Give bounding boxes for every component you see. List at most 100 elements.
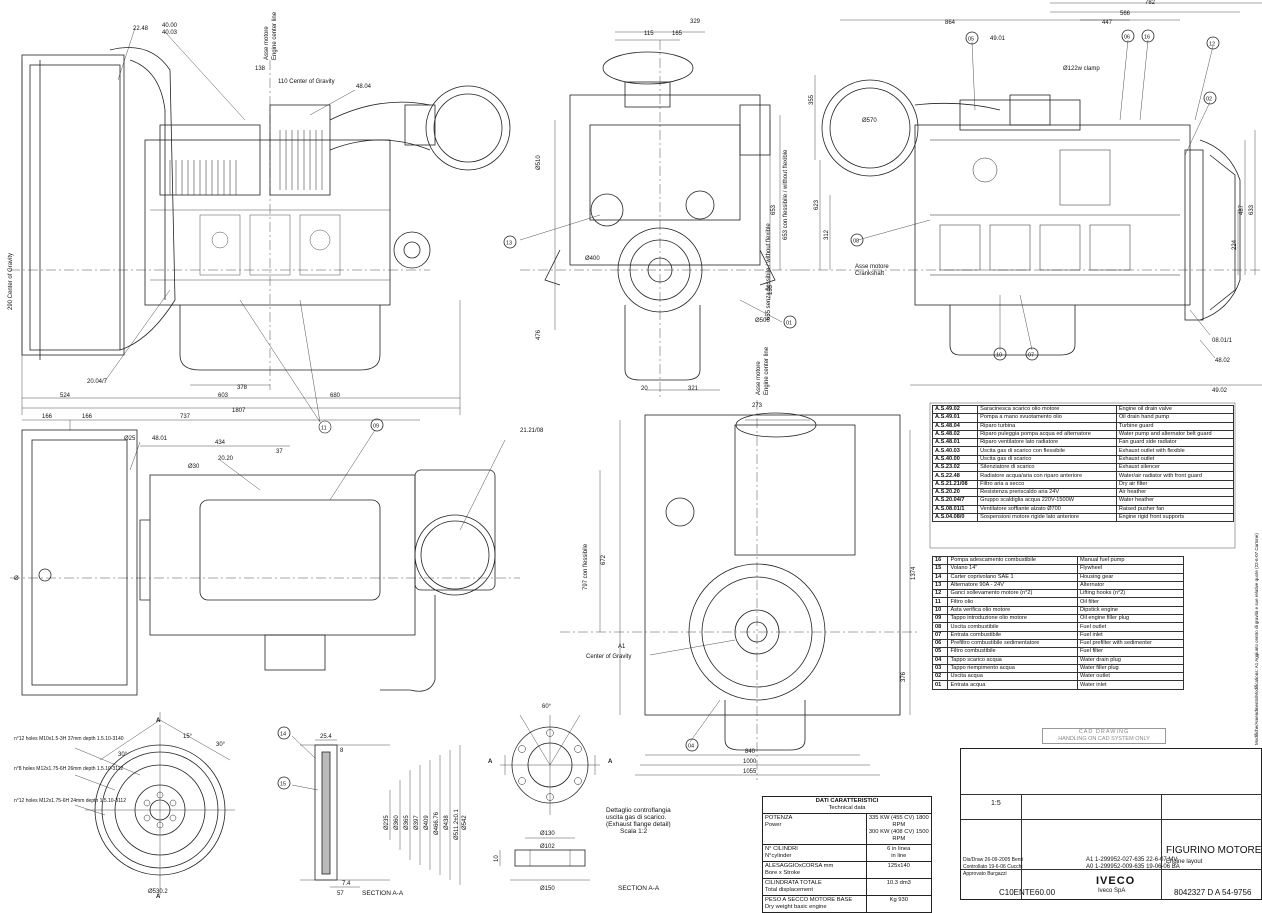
label-top-left: Ø xyxy=(14,576,19,582)
accessory-cell-it: Resistenza preriscaldo aria 24V xyxy=(977,487,1117,498)
callout-02: 02 xyxy=(1206,97,1212,103)
label-d506: Ø506 xyxy=(755,318,770,324)
label-48-04: 48.04 xyxy=(356,84,372,90)
callout-12: 12 xyxy=(1209,42,1215,48)
label-224: 224 xyxy=(1232,239,1238,250)
accessory-cell-it: Uscita gas di scarico con flessibile xyxy=(977,446,1117,456)
accessory-cell-it: Gruppo scaldiglia acqua 220V-1500W xyxy=(977,496,1117,506)
label-d360: Ø360 xyxy=(394,815,400,830)
part-cell-code: 08 xyxy=(931,622,949,632)
accessory-cell-en: Engine rigid front supports xyxy=(1115,512,1235,523)
label-engine-axis-it: Asse motore xyxy=(264,26,270,60)
accessory-cell-code: A.S.49.02 xyxy=(931,404,979,415)
label-653-with: 653 con flessibile / without flexible xyxy=(783,149,789,240)
accessory-cell-en: Fan guard side radiator xyxy=(1115,438,1235,448)
callout-05: 05 xyxy=(968,37,974,43)
label-20-04-7: 20.04/7 xyxy=(87,379,108,385)
part-cell-it: Ganci sollevamento motore (n°2) xyxy=(947,589,1079,599)
label-782: 782 xyxy=(1145,0,1156,6)
callout-11: 11 xyxy=(321,426,327,432)
callout-14: 14 xyxy=(280,732,286,738)
label-115: 115 xyxy=(644,31,654,37)
label-487: 487 xyxy=(1239,204,1245,215)
label-d511: Ø511.2±0.1 xyxy=(454,808,460,840)
label-front-axis-it: Asse motore xyxy=(756,361,762,395)
part-cell-en: Fuel prefilter with sedimenter xyxy=(1077,638,1184,649)
accessory-cell-code: A.S.21.21/08 xyxy=(931,479,979,489)
label-8: 8 xyxy=(340,748,344,754)
part-cell-code: 01 xyxy=(931,680,949,690)
drawing-number: 8042327 D A 54-9756 xyxy=(1174,888,1252,897)
title-block-person-2: Controllato 19-6-06 Cucchi xyxy=(963,864,1023,870)
part-cell-code: 10 xyxy=(931,605,949,616)
part-cell-it: Alternatore 90A - 24V xyxy=(947,580,1079,591)
label-cog-flywheel: Center of Gravity xyxy=(586,654,631,660)
label-25-4: 25.4 xyxy=(320,734,332,740)
label-40-03: 40.03 xyxy=(162,30,178,36)
label-1055: 1055 xyxy=(743,769,757,775)
label-d570: Ø570 xyxy=(862,118,877,124)
accessory-cell-code: A.S.23.02 xyxy=(931,463,979,473)
drawing-subtitle: Engine layout xyxy=(1166,859,1203,865)
callout-01: 01 xyxy=(786,321,792,327)
accessory-cell-en: Turbine guard xyxy=(1115,421,1235,431)
accessory-cell-code: A.S.20.04/7 xyxy=(931,496,979,506)
label-524: 524 xyxy=(60,393,71,399)
accessory-cell-en: Exhaust silencer xyxy=(1115,463,1235,473)
label-a-bottom: A xyxy=(156,894,161,900)
label-15deg: 15° xyxy=(183,734,193,740)
accessory-cell-it: Riparo turbina xyxy=(977,421,1117,431)
part-cell-en: Water inlet xyxy=(1077,680,1184,690)
part-cell-en: Manual fuel pump xyxy=(1077,555,1184,566)
label-49-01: 49.01 xyxy=(990,36,1006,42)
part-cell-code: 13 xyxy=(931,580,949,591)
accessory-cell-it: Riparo puleggia pompa acqua ed alternato… xyxy=(977,429,1117,440)
part-cell-it: Uscita acqua xyxy=(947,672,1079,682)
label-48-02: 48.02 xyxy=(1215,358,1231,364)
label-20-20: 20.20 xyxy=(218,456,234,462)
part-cell-en: Lifting hooks (n°2) xyxy=(1077,589,1184,599)
label-1807: 1807 xyxy=(232,408,246,414)
part-cell-it: Asta verifica olio motore xyxy=(947,605,1079,616)
label-d530: Ø530.2 xyxy=(148,889,168,895)
callout-15: 15 xyxy=(280,782,286,788)
accessory-cell-it: Pompa a mano svuotamento olio xyxy=(977,413,1117,423)
label-d510: Ø510 xyxy=(536,155,542,170)
accessory-cell-code: A.S.20.20 xyxy=(931,487,979,498)
flange-note-1a: n°12 holes M10x1.5-3H 37mm depth 1.5.10-… xyxy=(14,736,124,742)
part-cell-en: Oil engine filler plug xyxy=(1077,614,1184,624)
label-30deg-b: 30° xyxy=(216,742,226,748)
callout-10: 10 xyxy=(996,353,1002,359)
part-cell-en: Fuel inlet xyxy=(1077,630,1184,640)
label-section-aa-right: SECTION A-A xyxy=(618,885,660,892)
part-cell-en: Housing gear xyxy=(1077,572,1184,582)
part-cell-en: Water drain plug xyxy=(1077,655,1184,665)
title-block-rev-a0: A0 1-299952-009-635 19-06-06 BA xyxy=(1086,864,1180,870)
label-566: 566 xyxy=(1120,11,1131,17)
part-cell-code: 02 xyxy=(931,672,949,682)
label-57: 57 xyxy=(337,891,344,897)
label-797: 797 con flessibile xyxy=(583,543,589,590)
part-cell-code: 15 xyxy=(931,564,949,574)
label-exh-a-left: A xyxy=(488,759,493,765)
label-1000: 1000 xyxy=(743,759,757,765)
part-cell-en: Oil filter xyxy=(1077,597,1184,607)
accessory-cell-code: A.S.22.48 xyxy=(931,471,979,481)
part-cell-it: Filtro olio xyxy=(947,597,1079,607)
flange-note-3a: n°12 holes M12x1.75-6H 24mm depth 1.5.10… xyxy=(14,798,126,804)
part-cell-it: Prefiltro combustibile sedimentatore xyxy=(947,638,1079,649)
accessory-cell-it: Ventilatore soffiante alzato Ø700 xyxy=(977,504,1117,514)
